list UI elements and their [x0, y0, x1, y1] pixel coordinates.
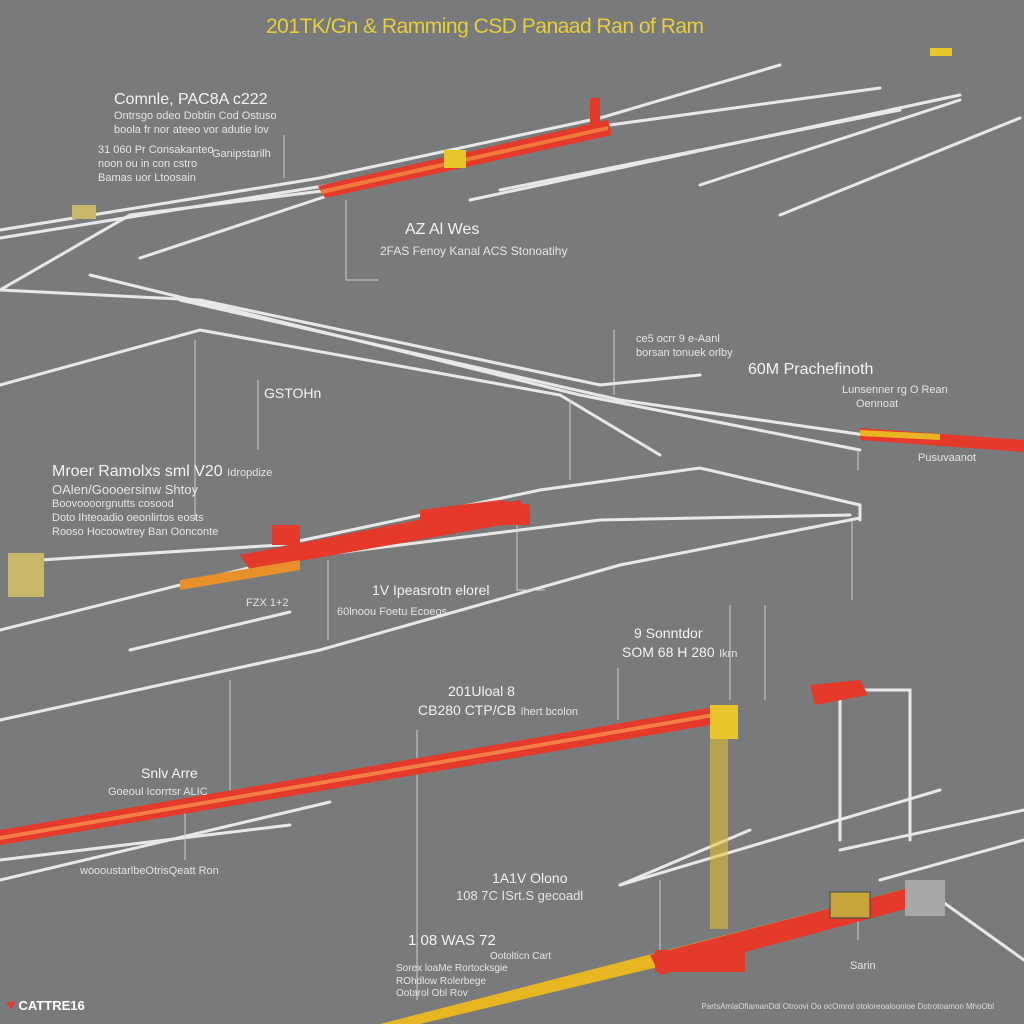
label-line: Oennoat [856, 397, 899, 410]
label-line: Boovoooorgnutts cosood [52, 498, 174, 511]
label-line: ce5 ocrr 9 e-Aanl [636, 333, 720, 345]
label-side: Idropdize [227, 467, 273, 479]
label-line: Ootarol Obl Rov [396, 988, 468, 1000]
label-center-mid: 201Uloal 8 CB280 CTP/CB Ihert bcolon [418, 683, 578, 721]
label-sub: 60lnoou Foetu Ecoeos [337, 605, 448, 618]
red-rails [0, 48, 1024, 1024]
diagram-title: 201TK/Gn & Ramming CSD Panaad Ran of Ram [266, 15, 704, 38]
label-line: Sorex loaMe Rortocksgie [396, 963, 508, 975]
label-heading: 1 08 WAS 72 [408, 932, 496, 949]
label-left-bottom: woooustarlbeOtrisQeatt Ron [80, 865, 219, 877]
label-right-mid: 9 Sonntdor SOM 68 H 280 Ikrn [622, 625, 737, 663]
label-line: boola fr nor ateeo vor adutie lov [114, 123, 269, 136]
label-gstohn: GSTOHn [264, 385, 322, 401]
label-line: Doto Ihteoadio oeonlirtos eosts [52, 512, 204, 524]
brand-name: CATTRE16 [18, 997, 85, 1013]
label-heading: Snlv Arre [141, 765, 198, 781]
label-fig-tag: FZX 1+2 [246, 597, 289, 609]
footer-text: PartsAmlaOfiamanDdl Otroovi Oo ocOmrol o… [701, 1002, 994, 1011]
label-left-low: Snlv Arre Goeoul Icorrtsr ALIC [108, 765, 208, 799]
label-heading: Comnle, PAC8A c222 [114, 91, 268, 108]
label-sub: Goeoul Icorrtsr ALIC [108, 785, 208, 798]
label-heading: 9 Sonntdor [634, 625, 703, 641]
label-heading: AZ Al Wes [405, 221, 480, 238]
label-right-heading: 60M Prachefinoth [748, 361, 874, 378]
label-right-sub: Lunsenner rg O Rean Oennoat [842, 384, 948, 412]
label-line: ROhdlow Rolerbege [396, 975, 487, 987]
label-side: Ihert bcolon [520, 705, 578, 718]
white-rails [0, 63, 1024, 962]
label-line: 31 060 Pr Consakanteo [98, 144, 214, 156]
label-sub: CB280 CTP/CB [418, 701, 517, 718]
label-line: Ontrsgo odeo Dobtin Cod Ostuso [114, 110, 277, 122]
label-line: OAlen/Goooersinw Shtoy [52, 482, 198, 497]
label-heading: 201Uloal 8 [448, 683, 515, 699]
label-top-left-sub: 31 060 Pr Consakanteo noon ou in con cst… [98, 144, 214, 185]
label-side: Ikrn [719, 647, 738, 660]
label-bottom-center: 1 08 WAS 72 Ootolticn Cart Sorex loaMe R… [396, 932, 551, 1001]
label-heading: 1V Ipeasrotn elorel [372, 582, 490, 598]
label-heading: Mroer Ramolxs sml V20 [52, 463, 223, 480]
label-heading: 1A1V Olono [492, 870, 568, 886]
label-sub: 108 7C ISrt.S gecoadl [456, 887, 584, 903]
leader-lines [184, 135, 859, 1000]
label-line: Ootolticn Cart [490, 950, 552, 962]
label-line: noon ou in con cstro [98, 157, 198, 170]
heart-logo-icon: ♥ [6, 997, 16, 1014]
brand-logo: ♥ CATTRE16 [6, 996, 85, 1016]
label-line: borsan tonuek orlby [636, 346, 733, 359]
label-center-top: AZ Al Wes 2FAS Fenoy Kanal ACS Stonoatih… [380, 220, 567, 259]
label-right-tag: Pusuvaanot [918, 452, 977, 464]
label-line: Lunsenner rg O Rean [842, 384, 948, 396]
label-sub: SOM 68 H 280 [622, 643, 715, 660]
label-center-low: 1A1V Olono 108 7C ISrt.S gecoadl [456, 870, 583, 904]
label-sub: 2FAS Fenoy Kanal ACS Stonoatihy [380, 244, 568, 258]
label-line: Rooso Hocoowtrey Ban Oonconte [52, 525, 219, 538]
label-right-upper: ce5 ocrr 9 e-Aanl borsan tonuek orlby [636, 333, 733, 361]
label-side: Ganipstarilh [212, 148, 271, 160]
label-bottom-right: Sarin [850, 960, 876, 972]
label-mid-left: Mroer Ramolxs sml V20 Idropdize OAlen/Go… [52, 462, 272, 540]
label-mid-center: 1V Ipeasrotn elorel 60lnoou Foetu Ecoeos [337, 582, 490, 619]
label-line: Bamas uor Ltoosain [98, 171, 196, 184]
label-top-left: Comnle, PAC8A c222 Ontrsgo odeo Dobtin C… [114, 90, 277, 138]
